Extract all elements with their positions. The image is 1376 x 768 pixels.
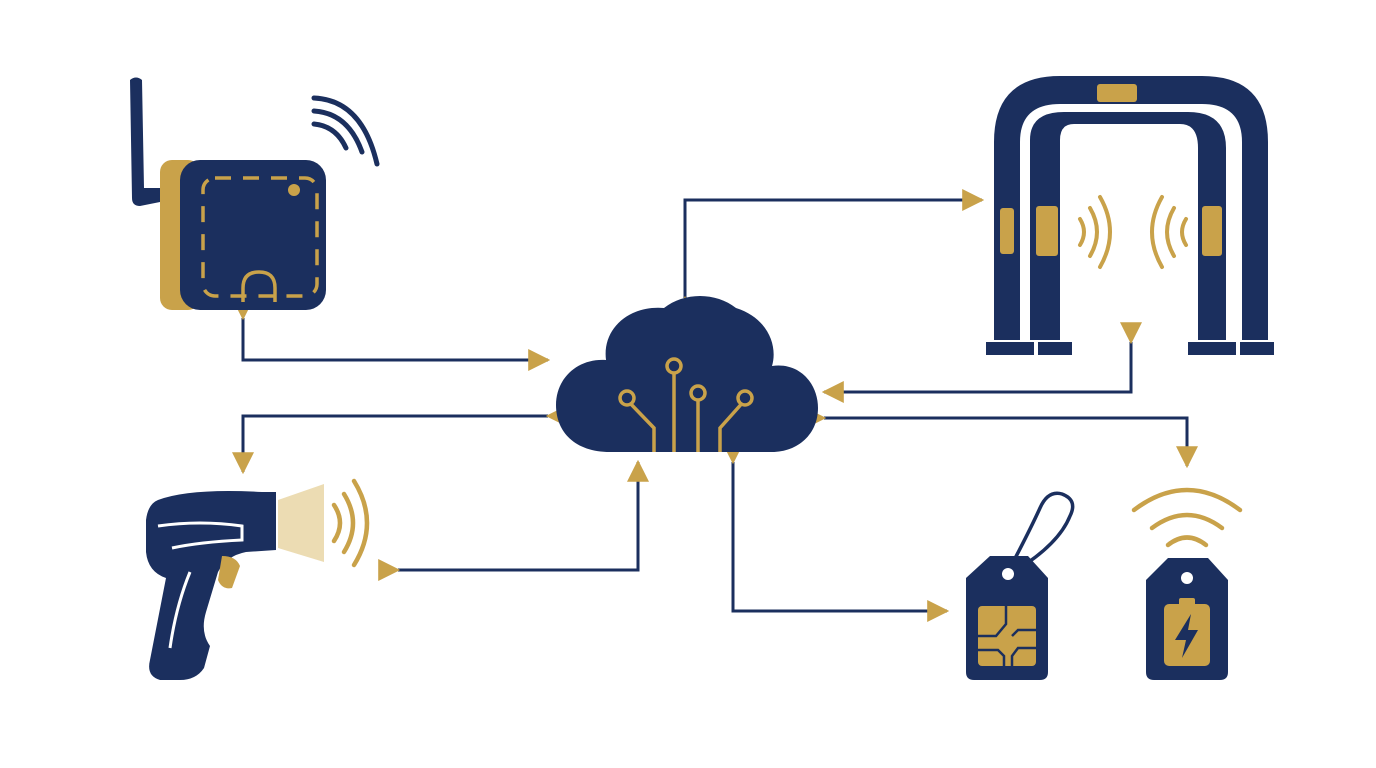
- gate-feet: [986, 342, 1274, 355]
- rfid-reader-router-icon: [130, 77, 380, 310]
- gate-right-sensor: [1202, 206, 1222, 256]
- lightning-bolt-icon: [1175, 614, 1198, 658]
- reader-port: [241, 270, 277, 302]
- reader-dashed-border: [201, 176, 319, 298]
- reader-body: [180, 160, 326, 310]
- scanner-beam: [278, 484, 324, 562]
- passive-rfid-tag-icon: [966, 491, 1075, 680]
- connectors: [232, 189, 1198, 622]
- tag-string: [1008, 491, 1075, 576]
- scanner-body: [146, 491, 276, 680]
- active-tag-wifi-icon: [1131, 487, 1243, 548]
- cloud-shape: [556, 296, 818, 452]
- battery-terminal: [1179, 598, 1195, 606]
- connector-reader-cloud: [232, 298, 551, 371]
- circuit-nodes: [618, 357, 754, 407]
- connector-scanner-beam-cloud: [378, 459, 649, 581]
- wifi-signal-icon: [311, 95, 380, 167]
- gate-left-sensor-inner: [1036, 206, 1058, 256]
- cloud-circuit-icon: [556, 296, 818, 452]
- sim-chip-contacts: [978, 606, 1036, 666]
- passive-tag-hole: [1002, 568, 1014, 580]
- scanner-trigger: [218, 556, 240, 589]
- connector-active-tag-cloud: [804, 407, 1198, 469]
- active-tag-hole: [1181, 572, 1193, 584]
- gate-top-sensor: [1097, 84, 1137, 102]
- gate-arch-outer: [994, 76, 1268, 340]
- gate-arch-inner: [1030, 112, 1226, 340]
- active-battery-tag-icon: [1131, 487, 1243, 680]
- reader-status-led: [288, 184, 300, 196]
- connector-gate-cloud: [821, 322, 1142, 403]
- circuit-traces: [625, 368, 747, 452]
- scanner-signal-waves: [331, 478, 370, 568]
- connector-cloud-gate-top: [674, 189, 985, 318]
- reader-antenna: [130, 77, 170, 206]
- connector-scanner-cloud: [232, 405, 568, 475]
- scanner-grip-line: [157, 521, 244, 550]
- rfid-gate-portal-icon: [986, 76, 1274, 355]
- gate-left-sensor-outer: [1000, 208, 1014, 254]
- scanner-grip-ridge: [168, 571, 192, 649]
- connector-cloud-passive-tag: [722, 442, 950, 622]
- handheld-scanner-icon: [146, 478, 370, 680]
- gate-signal-waves: [1078, 195, 1188, 269]
